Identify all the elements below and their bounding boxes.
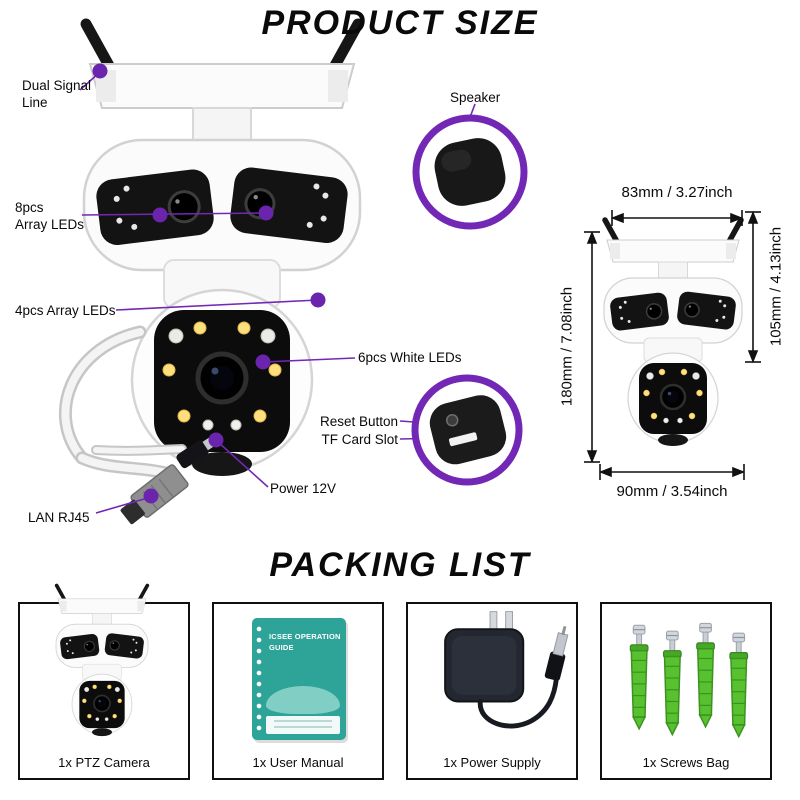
packing-item-user-manual: ICSEE OPERATION GUIDE 1x User Manual [212, 602, 384, 780]
power-adapter-illustration [444, 611, 569, 729]
callout-dual-signal-line: Dual Signal Line [22, 78, 92, 110]
packing-list-title: PACKING LIST [269, 546, 531, 584]
dimension-height-right: 105mm / 4.13inch [767, 226, 785, 347]
dimension-width-top: 83mm / 3.27inch [621, 184, 733, 201]
reset-button-detail [445, 414, 459, 427]
dot-4pcs-leds [310, 292, 326, 308]
callout-4pcs-array-leds: 4pcs Array LEDs [15, 303, 116, 318]
dot-array-leds-left [152, 207, 168, 223]
manual-spiral-binding [255, 624, 263, 734]
dimension-width-bottom: 90mm / 3.54inch [616, 483, 728, 500]
dc-barrel-connector [544, 625, 569, 681]
manual-cover-title: ICSEE OPERATION GUIDE [269, 632, 341, 652]
user-manual-illustration: ICSEE OPERATION GUIDE [252, 618, 346, 740]
dimension-camera [604, 220, 742, 446]
packing-item-power-supply: 1x Power Supply [406, 602, 578, 780]
plug-prong [489, 611, 498, 632]
packed-camera-illustration [54, 583, 150, 739]
product-size-illustrations [58, 0, 761, 525]
callout-dots [92, 63, 326, 504]
dot-power [208, 432, 224, 448]
dot-lan [143, 488, 159, 504]
screws-illustration [629, 622, 749, 738]
camera-cable [58, 325, 187, 481]
manual-cover-wave [266, 686, 340, 714]
packing-item-ptz-camera: 1x PTZ Camera [18, 583, 190, 780]
main-camera [84, 24, 360, 476]
packing-item-label: 1x Screws Bag [642, 755, 730, 770]
packing-list: 1x PTZ Camera ICSEE OPERATION GUIDE 1x U… [18, 583, 772, 780]
manual-cover-footer [266, 716, 340, 734]
callout-power-12v: Power 12V [270, 481, 337, 496]
ports-magnifier [411, 374, 523, 486]
callout-8pcs-array-leds: 8pcs Array LEDs [15, 200, 85, 232]
tf-card-slot-detail [448, 432, 478, 447]
callout-speaker: Speaker [450, 90, 501, 105]
dot-array-leds-right [258, 205, 274, 221]
dimension-lines [584, 210, 761, 480]
packing-item-screws-bag: 1x Screws Bag [600, 602, 772, 780]
callout-6pcs-white-leds: 6pcs White LEDs [358, 350, 462, 365]
packing-item-label: 1x Power Supply [443, 755, 541, 770]
callout-reset-button: Reset Button [319, 414, 398, 429]
speaker-magnifier [412, 114, 528, 230]
dimension-height-left: 180mm / 7.08inch [558, 286, 576, 407]
plug-prong [505, 611, 513, 632]
packing-item-label: 1x PTZ Camera [58, 755, 150, 770]
callout-lan-rj45: LAN RJ45 [28, 510, 90, 525]
product-size-title: PRODUCT SIZE [261, 4, 539, 42]
packing-item-label: 1x User Manual [252, 755, 344, 770]
dot-dual-signal [92, 63, 108, 79]
adapter-cable [477, 675, 559, 729]
callout-tf-card-slot: TF Card Slot [321, 432, 398, 447]
dot-white-leds [255, 354, 271, 370]
